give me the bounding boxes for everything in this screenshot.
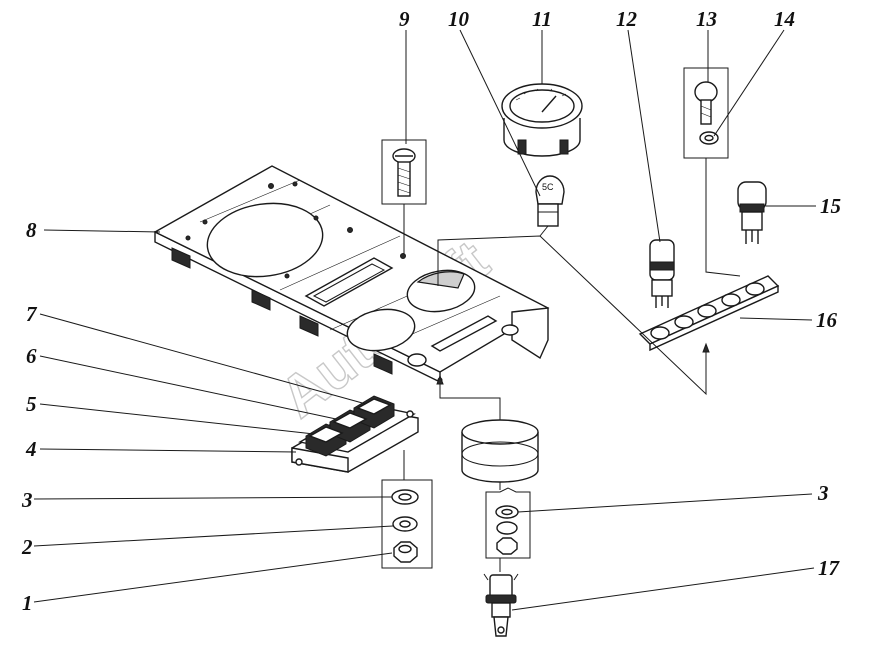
callout-14: 14	[774, 7, 795, 31]
callout-2: 2	[21, 535, 33, 559]
indicator-bulb: 5C	[535, 175, 565, 227]
screw-washer-box	[683, 67, 729, 159]
instrument-panel-plate	[153, 165, 550, 384]
right-fastener-set	[485, 487, 531, 559]
callout-5: 5	[26, 392, 37, 416]
callout-4: 4	[25, 437, 37, 461]
callout-labels: 1 2 3 3 4 5 6 7 8 9 10 11 12 13 14 15 16…	[21, 7, 841, 615]
callout-8: 8	[26, 218, 37, 242]
round-gauge	[501, 83, 583, 157]
indicator-lamp-left	[649, 239, 675, 308]
callout-16: 16	[816, 308, 838, 332]
switch-block	[291, 395, 419, 473]
callout-13: 13	[696, 7, 717, 31]
left-fastener-set	[381, 479, 433, 569]
callout-1: 1	[22, 591, 33, 615]
callout-3-right: 3	[817, 481, 829, 505]
callout-9: 9	[399, 7, 410, 31]
callout-15: 15	[820, 194, 841, 218]
callout-leaders	[33, 29, 816, 611]
lamp-socket	[483, 573, 519, 637]
callout-3-left: 3	[21, 488, 33, 512]
assembly-lines	[403, 158, 741, 572]
indicator-lamp-right	[737, 181, 767, 244]
screw-assembly	[381, 139, 427, 205]
lamp-holder-strip	[638, 275, 780, 352]
bulb-mark: 5C	[542, 182, 554, 192]
callout-11: 11	[532, 7, 552, 31]
callout-6: 6	[26, 344, 37, 368]
bezel-cup	[461, 419, 539, 483]
callout-10: 10	[448, 7, 470, 31]
callout-7: 7	[26, 302, 38, 326]
callout-17: 17	[818, 556, 841, 580]
callout-12: 12	[616, 7, 638, 31]
